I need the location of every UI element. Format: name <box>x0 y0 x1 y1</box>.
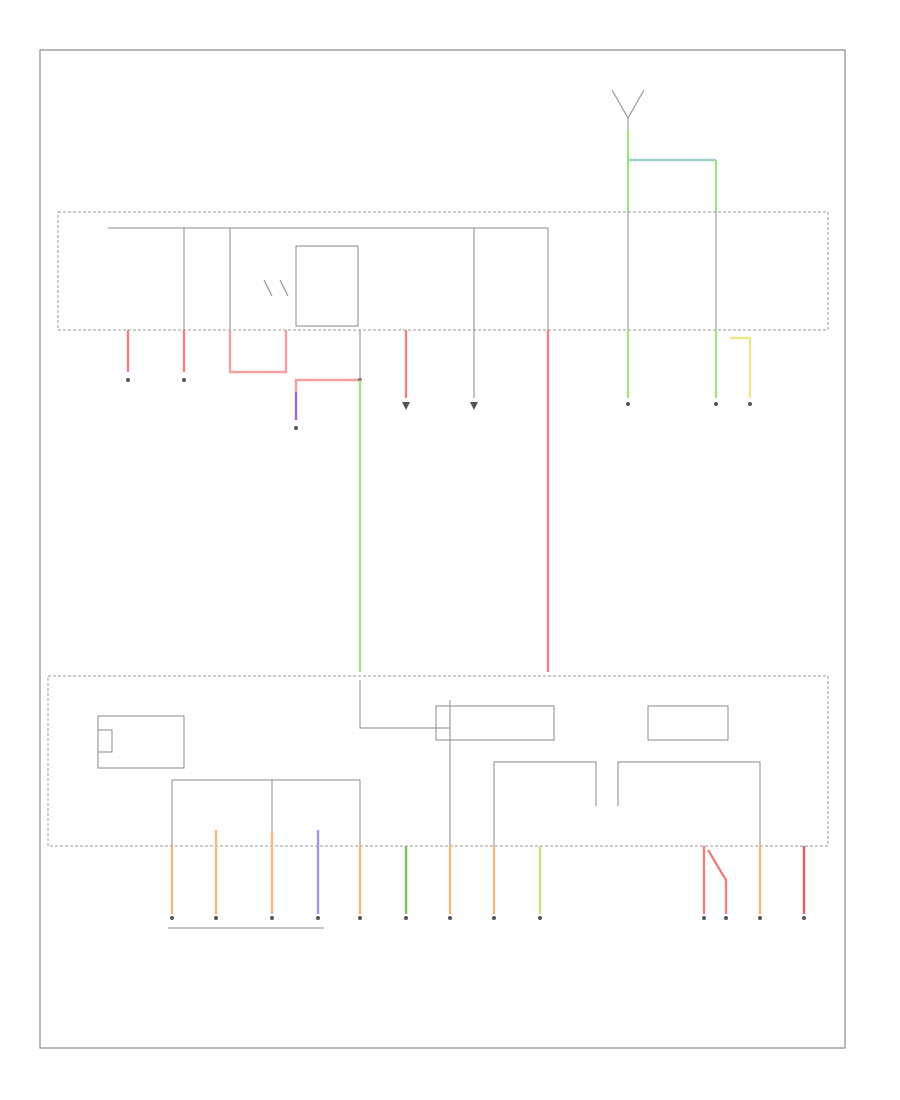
page-frame <box>39 49 846 1049</box>
lower-relay-center <box>435 700 555 846</box>
lower-relay-right <box>647 705 729 741</box>
upper-relay <box>263 245 359 327</box>
lower-relay-left <box>97 715 185 769</box>
top-source <box>611 89 645 130</box>
upper-fuse-box <box>57 211 829 331</box>
lower-fuse-box <box>47 675 829 847</box>
